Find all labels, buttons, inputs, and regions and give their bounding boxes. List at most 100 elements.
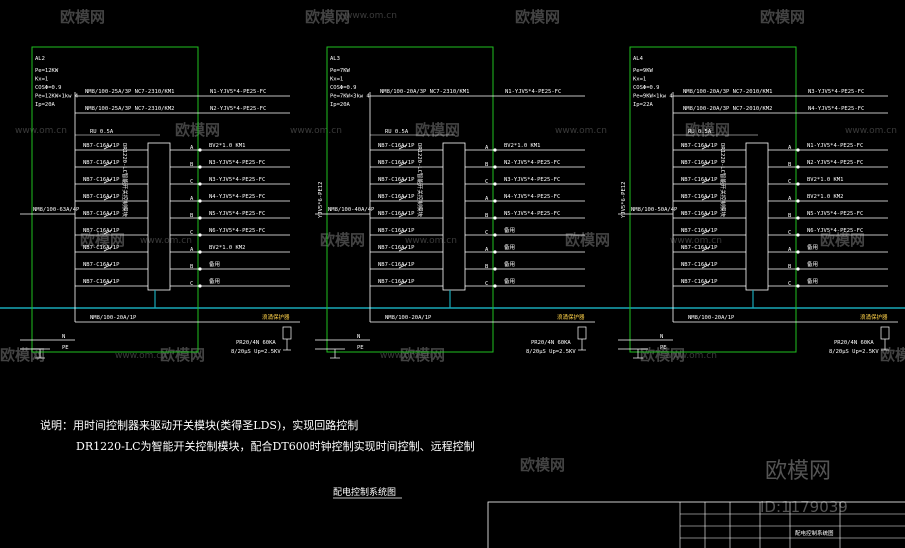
phase-dot xyxy=(796,182,800,186)
control-module-box xyxy=(745,142,769,291)
pe-label: PE xyxy=(62,345,69,351)
phase-dot xyxy=(493,284,497,288)
watermark-layer: 欧模网欧模网欧模网欧模网欧模网欧模网欧模网欧模网欧模网欧模网欧模网欧模网欧模网欧… xyxy=(0,8,905,516)
watermark-url: www.om.cn xyxy=(140,236,192,246)
watermark-brand: 欧模网 xyxy=(320,231,365,249)
breaker-contact xyxy=(701,195,711,201)
phase-label: B xyxy=(190,264,194,270)
phase-label: A xyxy=(485,247,489,253)
phase-label: C xyxy=(788,179,791,185)
control-module-box xyxy=(442,142,466,291)
branch-output-label: N4-YJV5*4-PE25-FC xyxy=(504,194,560,200)
breaker-contact xyxy=(398,229,408,235)
panel-param: Pe=12KW×1kw 4 xyxy=(35,94,79,100)
spd-voltage: 8/20μS Up=2.5KV xyxy=(829,349,879,355)
branch-breaker-label: NB7-C16A/1P xyxy=(83,279,120,285)
phase-dot xyxy=(796,199,800,203)
breaker-contact xyxy=(398,195,408,201)
spd-tag: 浪涌保护器 xyxy=(557,313,585,321)
breaker-contact xyxy=(398,246,408,252)
watermark-id: ID:1179039 xyxy=(760,498,848,516)
fuse-label: RU 0.5A xyxy=(688,129,712,135)
watermark-brand: 欧模网 xyxy=(520,456,565,474)
branch-output-label: 备用 xyxy=(807,243,818,251)
breaker-contact xyxy=(701,246,711,252)
phase-label: A xyxy=(788,145,792,151)
top-cable-label: N4-YJV5*4-PE25-FC xyxy=(808,106,864,112)
bottom-breaker-label: NM8/100-20A/1P xyxy=(90,315,137,321)
phase-label: B xyxy=(485,162,489,168)
watermark-url: www.om.cn xyxy=(380,351,432,361)
breaker-contact xyxy=(103,178,113,184)
branch-breaker-label: NB7-C16A/1P xyxy=(681,160,718,166)
phase-dot xyxy=(493,233,497,237)
branch-output-label: 备用 xyxy=(209,260,220,268)
phase-dot xyxy=(198,267,202,271)
spd-symbol xyxy=(282,326,292,340)
title-block: 配电控制系统图 xyxy=(487,501,905,548)
breaker-contact xyxy=(103,212,113,218)
spd-rating: PR20/4N 60KA xyxy=(834,340,874,346)
control-module-label: DR1220-LC智能开关控制模块 xyxy=(121,143,129,217)
breaker-contact xyxy=(701,263,711,269)
branch-output-label: N3-YJV5*4-PE25-FC xyxy=(504,177,560,183)
breaker-contact xyxy=(398,144,408,150)
spd-symbol xyxy=(577,326,587,340)
top-breaker-label: NM8/100-25A/3P NC7-2310/KM2 xyxy=(85,106,174,112)
watermark-url: www.om.cn xyxy=(405,236,457,246)
breaker-contact xyxy=(398,212,408,218)
watermark-brand: 欧模网 xyxy=(880,346,905,364)
top-cable-label: N1-YJV5*4-PE25-FC xyxy=(210,89,266,95)
watermark-brand: 欧模网 xyxy=(685,121,730,139)
phase-dot xyxy=(198,182,202,186)
phase-label: C xyxy=(788,230,791,236)
branch-breaker-label: NB7-C16A/1P xyxy=(378,160,415,166)
branch-output-label: 备用 xyxy=(209,277,220,285)
top-cable-label: N2-YJV5*4-PE25-FC xyxy=(210,106,266,112)
branch-breaker-label: NB7-C16A/1P xyxy=(681,262,718,268)
panel-param: COSΦ=0.9 xyxy=(35,85,62,91)
fuse-label: RU 0.5A xyxy=(385,129,409,135)
neutral-label: N xyxy=(62,334,65,340)
panel-param: Kx=1 xyxy=(633,77,646,83)
pe-label: PE xyxy=(660,345,667,351)
top-cable-label: N1-YJV5*4-PE25-FC xyxy=(505,89,561,95)
branch-output-label: 备用 xyxy=(504,243,515,251)
branch-output-label: N2-YJV5*4-PE25-FC xyxy=(504,160,560,166)
phase-label: B xyxy=(190,162,194,168)
branch-breaker-label: NB7-C16A/1P xyxy=(681,245,718,251)
branch-breaker-label: NB7-C16A/1P xyxy=(83,194,120,200)
branch-output-label: BV2*1.0 KM2 xyxy=(807,194,843,200)
neutral-label: N xyxy=(660,334,663,340)
breaker-contact xyxy=(103,263,113,269)
top-breaker-label: NM8/100-20A/3P NC7-2310/KM1 xyxy=(380,89,469,95)
watermark-brand: 欧模网 xyxy=(60,8,105,26)
diagram-title: 配电控制系统图 xyxy=(333,486,396,498)
branch-output-label: BV2*1.0 KM1 xyxy=(504,143,540,149)
control-module-box xyxy=(147,142,171,291)
phase-label: A xyxy=(788,247,792,253)
branch-breaker-label: NB7-C16A/1P xyxy=(378,211,415,217)
phase-dot xyxy=(198,199,202,203)
panel-frame xyxy=(31,46,199,353)
branch-breaker-label: NB7-C16A/1P xyxy=(83,245,120,251)
phase-dot xyxy=(493,199,497,203)
phase-label: A xyxy=(190,145,194,151)
breaker-contact xyxy=(398,178,408,184)
breaker-contact xyxy=(701,280,711,286)
phase-label: C xyxy=(485,281,488,287)
phase-label: C xyxy=(485,179,488,185)
branch-breaker-label: NB7-C16A/1P xyxy=(378,245,415,251)
phase-label: A xyxy=(190,196,194,202)
branch-output-label: N3-YJV5*4-PE25-FC xyxy=(209,160,265,166)
phase-label: B xyxy=(190,213,194,219)
branch-breaker-label: NB7-C16A/1P xyxy=(83,262,120,268)
watermark-brand: 欧模网 xyxy=(400,346,445,364)
phase-label: A xyxy=(485,145,489,151)
breaker-contact xyxy=(398,263,408,269)
control-module-label: DR1220-LC智能开关控制模块 xyxy=(416,143,424,217)
breaker-contact xyxy=(103,229,113,235)
